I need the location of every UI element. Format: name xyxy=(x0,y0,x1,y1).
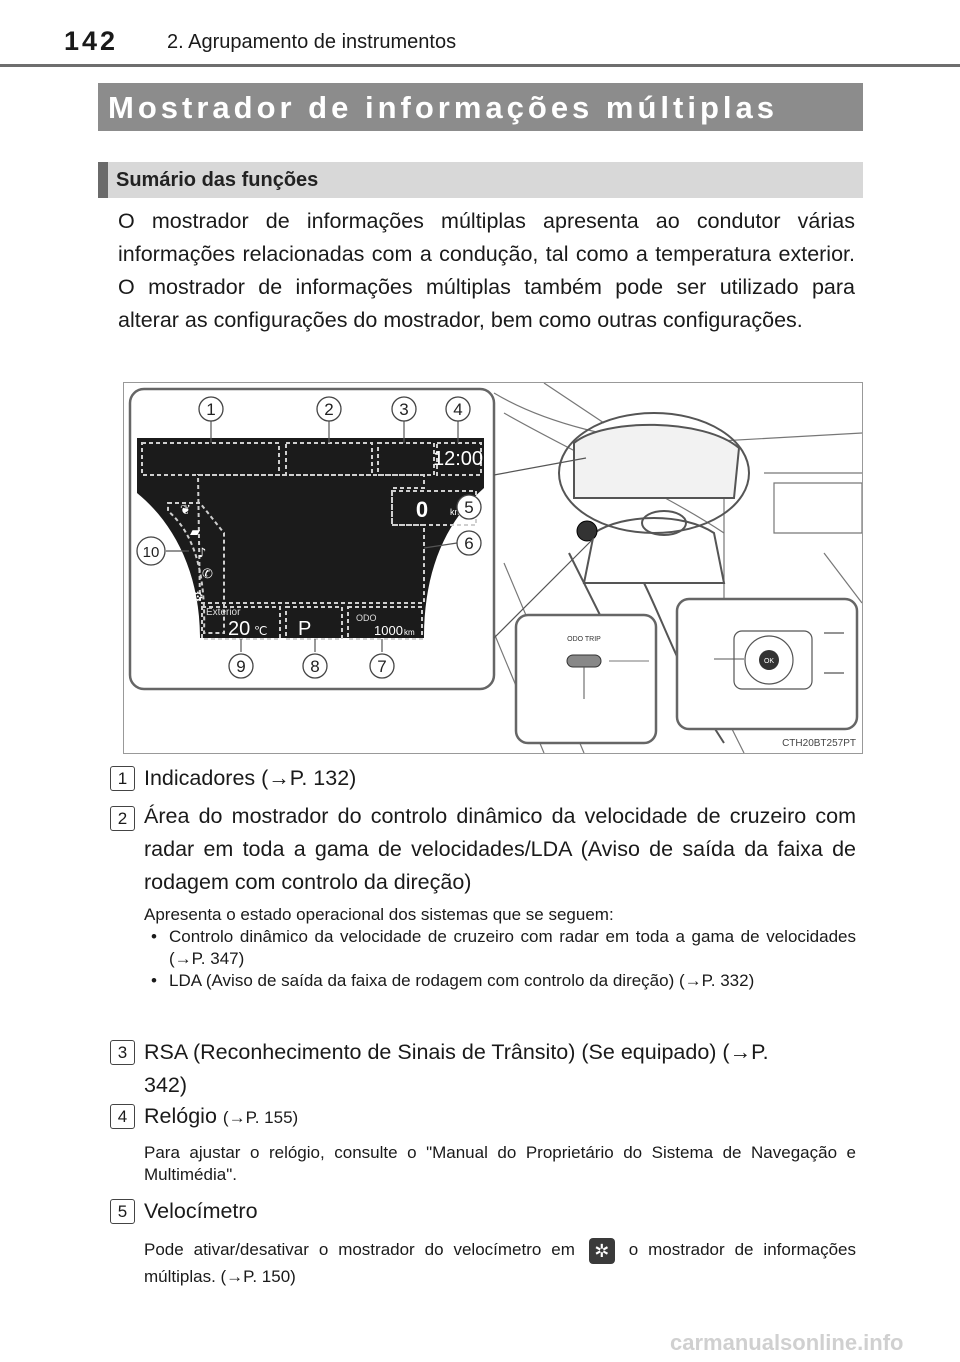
item-4-body: Para ajustar o relógio, consulte o "Manu… xyxy=(144,1143,856,1184)
cluster-illustration: 12:00 0 km/h Exterior 20 ℃ P ODO 1000 km… xyxy=(128,383,862,753)
bullet-item: LDA (Aviso de saída da faixa de rodagem … xyxy=(144,970,856,992)
settings-gear-icon xyxy=(588,1237,615,1264)
odo-unit: km xyxy=(404,628,415,637)
intro-paragraph: O mostrador de informações múltiplas apr… xyxy=(118,209,855,332)
item-5-body: Pode ativar/desativar o mostrador do vel… xyxy=(144,1237,856,1290)
shift-position-area xyxy=(285,606,343,640)
item-4-title-ref: (→P. 155) xyxy=(222,1108,299,1127)
subsection-bar: Sumário das funções xyxy=(98,162,863,198)
callout-2: 2 xyxy=(324,400,333,419)
exterior-label: Exterior xyxy=(206,607,241,618)
page-number: 142 xyxy=(64,26,119,56)
section-title: Mostrador de informações múltiplas xyxy=(108,90,778,125)
callout-10: 10 xyxy=(143,544,160,561)
side-icons-area xyxy=(167,502,225,634)
phone-icon: ✆ xyxy=(202,567,213,582)
item-5-body-b: o mostrador de informações múltiplas. (→… xyxy=(144,1240,857,1286)
callout-9: 9 xyxy=(236,657,245,676)
callout-5: 5 xyxy=(464,498,473,517)
callout-1: 1 xyxy=(206,400,215,419)
item-4-title-text: Relógio xyxy=(144,1104,217,1128)
figure-code: CTH20BT257PT xyxy=(782,738,856,749)
cluster-display xyxy=(137,438,484,638)
subsection-title: Sumário das funções xyxy=(116,169,319,191)
chapter-title: 2. Agrupamento de instrumentos xyxy=(167,31,457,53)
indicators-area xyxy=(141,442,280,476)
instrument-cluster-figure: 12:00 0 km/h Exterior 20 ℃ P ODO 1000 km… xyxy=(123,382,863,754)
ok-button xyxy=(759,650,779,670)
gear-icon: ⚙ xyxy=(192,590,204,605)
item-2-body: Apresenta o estado operacional dos siste… xyxy=(144,905,614,924)
odo-label: ODO xyxy=(356,613,377,623)
item-number-3: 3 xyxy=(110,1040,135,1065)
page-header: 142 2. Agrupamento de instrumentos xyxy=(0,0,960,70)
item-number-2: 2 xyxy=(110,806,135,831)
item-5-body-a: Pode ativar/desativar o mostrador do vel… xyxy=(144,1240,575,1259)
callout-4: 4 xyxy=(453,400,462,419)
odo-value: 1000 xyxy=(374,623,403,638)
clock-text: 12:00 xyxy=(433,448,483,470)
callout-7: 7 xyxy=(377,657,386,676)
callout-3: 3 xyxy=(399,400,408,419)
temp-unit-text: ℃ xyxy=(254,624,267,638)
odometer-area xyxy=(347,606,423,640)
item-3-title: RSA (Reconhecimento de Sinais de Trânsit… xyxy=(144,1040,769,1097)
section-title-bar: Mostrador de informações múltiplas xyxy=(98,83,863,131)
steering-switch-marker xyxy=(576,520,598,542)
music-note-icon: ♪ xyxy=(198,546,206,561)
item-number-4: 4 xyxy=(110,1104,135,1129)
header-rule xyxy=(0,64,960,67)
leaf-icon: ❦ xyxy=(180,503,191,518)
item-number-5: 5 xyxy=(110,1199,135,1224)
rsa-area xyxy=(377,442,435,476)
callout-8: 8 xyxy=(310,657,319,676)
item-2-title: Área do mostrador do controlo dinâmico d… xyxy=(144,804,856,894)
item-number-1: 1 xyxy=(110,766,135,791)
item-1-title: Indicadores (→P. 132) xyxy=(144,766,357,790)
odo-trip-inset xyxy=(514,613,658,745)
bullet-item: Controlo dinâmico da velocidade de cruze… xyxy=(144,926,856,970)
temp-text: 20 xyxy=(228,618,250,640)
speed-text: 0 xyxy=(416,497,428,522)
odo-trip-button xyxy=(566,654,602,668)
odo-trip-label: ODO TRIP xyxy=(567,636,601,643)
item-2-bullets: Controlo dinâmico da velocidade de cruze… xyxy=(144,926,856,992)
item-5-title: Velocímetro xyxy=(144,1199,258,1223)
clock-area xyxy=(436,442,482,476)
item-4-title: Relógio (→P. 155) xyxy=(144,1100,298,1134)
car-icon: ▰ xyxy=(190,525,200,540)
watermark: carmanualsonline.info xyxy=(670,1330,904,1355)
side-icons: ❦ ▰ ♪ ✆ ⚙ xyxy=(180,503,213,605)
ok-label: OK xyxy=(764,658,774,665)
callout-6: 6 xyxy=(464,534,473,553)
gear-text: P xyxy=(298,618,311,640)
